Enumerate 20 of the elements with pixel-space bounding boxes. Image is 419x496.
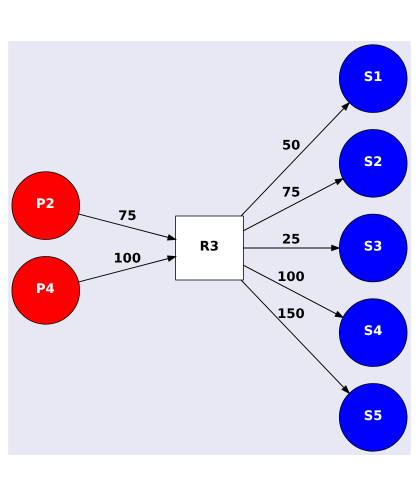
arrow xyxy=(78,214,177,241)
node-circle: S4 xyxy=(338,298,408,367)
node-circle: S2 xyxy=(338,129,408,198)
arrow xyxy=(243,178,344,232)
node-box: R3 xyxy=(175,216,244,280)
node-circle: P4 xyxy=(12,256,80,325)
arrow xyxy=(240,102,350,216)
edge-label: 100 xyxy=(114,251,141,266)
node-circle: S3 xyxy=(338,214,408,282)
edge-label: 50 xyxy=(282,138,300,154)
edge-label: 75 xyxy=(282,185,300,200)
arrow xyxy=(243,264,344,318)
edge-label: 100 xyxy=(277,270,305,286)
edge-label: 25 xyxy=(282,232,300,248)
node-circle: P2 xyxy=(12,171,80,240)
edge-label: 150 xyxy=(277,306,305,322)
arrow xyxy=(78,255,177,282)
arrow xyxy=(243,244,341,252)
edge-label: 75 xyxy=(118,208,137,224)
arrow xyxy=(240,280,350,394)
